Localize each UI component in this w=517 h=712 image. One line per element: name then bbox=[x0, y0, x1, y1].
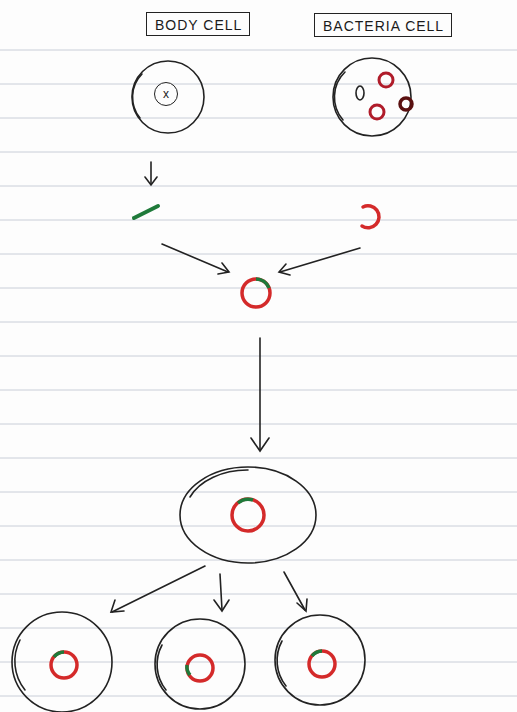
nucleus: x bbox=[154, 82, 178, 106]
plasmid bbox=[370, 73, 393, 119]
cut-plasmid bbox=[362, 206, 379, 228]
cell-label: BODY CELL bbox=[155, 17, 241, 33]
daughter-cell bbox=[12, 612, 112, 712]
gene-fragment bbox=[134, 206, 158, 218]
cell-label-box: BACTERIA CELL bbox=[314, 13, 452, 37]
cell-membrane bbox=[15, 640, 25, 690]
arrow bbox=[251, 338, 269, 451]
cell-membrane bbox=[277, 641, 286, 686]
body-cell bbox=[132, 61, 204, 133]
bacteria-cell bbox=[333, 58, 411, 136]
bacterial-chromosome bbox=[356, 86, 364, 100]
ruled-lines bbox=[0, 50, 517, 696]
arrow bbox=[279, 248, 360, 275]
daughter-cell bbox=[275, 615, 365, 705]
cell-label-box: BODY CELL bbox=[146, 12, 250, 36]
daughter-cell bbox=[155, 619, 245, 709]
arrow bbox=[145, 162, 157, 185]
plasmid bbox=[400, 98, 412, 110]
cell-membrane bbox=[133, 74, 142, 118]
nucleus-mark: x bbox=[163, 88, 169, 100]
cell-membrane bbox=[190, 470, 248, 497]
cell-label: BACTERIA CELL bbox=[323, 18, 443, 34]
cell-membrane bbox=[157, 645, 166, 690]
recombinant-plasmid bbox=[51, 279, 335, 681]
arrow bbox=[214, 574, 229, 611]
host-bacterium bbox=[180, 467, 316, 563]
cell-membrane bbox=[334, 72, 345, 120]
arrow bbox=[162, 244, 229, 274]
arrow bbox=[284, 572, 307, 611]
arrow bbox=[111, 566, 205, 612]
